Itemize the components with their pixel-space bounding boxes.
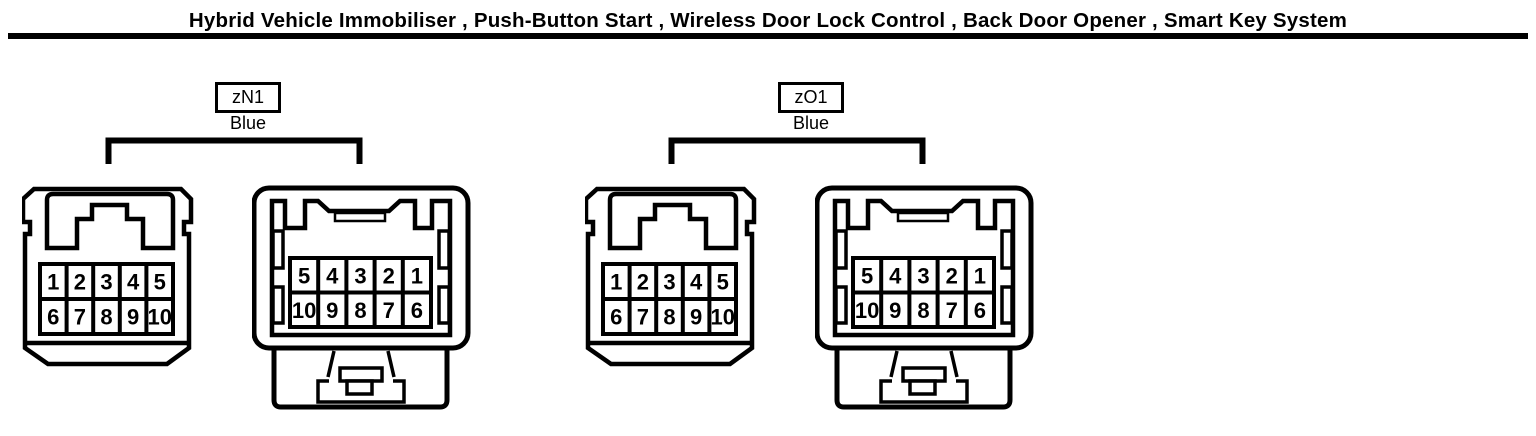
pin-number: 8	[663, 305, 675, 330]
pin-number: 7	[637, 305, 649, 330]
pin-number: 2	[383, 264, 395, 289]
pin-number: 3	[917, 264, 929, 289]
pin-number: 7	[383, 298, 395, 323]
connector-bracket	[104, 136, 364, 166]
pin-number: 4	[889, 264, 902, 289]
pin-number: 1	[47, 270, 59, 295]
pin-number: 1	[411, 264, 423, 289]
connector-rear-view: 5 4 3 2 1 10 9 8 7 6	[252, 185, 471, 414]
pin-number: 5	[154, 270, 166, 295]
connector-code-label: zO1	[794, 87, 828, 107]
pin-number: 4	[690, 270, 703, 295]
pin-number: 2	[637, 270, 649, 295]
pin-number: 8	[354, 298, 366, 323]
pin-number: 3	[100, 270, 112, 295]
pin-number: 1	[974, 264, 986, 289]
pin-number: 6	[610, 305, 622, 330]
pin-number: 3	[354, 264, 366, 289]
bracket-line	[672, 141, 923, 165]
pin-number: 10	[710, 305, 734, 330]
connector-code-box: zO1	[778, 82, 844, 113]
connector-color-label: Blue	[792, 113, 830, 133]
pin-number: 9	[127, 305, 139, 330]
pin-number: 5	[717, 270, 729, 295]
connector-code-label: zN1	[231, 87, 264, 107]
pin-number: 6	[47, 305, 59, 330]
pin-number: 8	[917, 298, 929, 323]
pin-number: 3	[663, 270, 675, 295]
pin-number: 5	[861, 264, 873, 289]
pin-number: 9	[690, 305, 702, 330]
pin-number: 10	[147, 305, 171, 330]
pin-number: 1	[610, 270, 622, 295]
bracket-line	[109, 141, 360, 165]
connector-code-box: zN1	[215, 82, 281, 113]
pin-number: 6	[411, 298, 423, 323]
pin-number: 9	[326, 298, 338, 323]
pin-number: 8	[100, 305, 112, 330]
connector-front-view: 1 2 3 4 5 6 7 8 9 10	[22, 186, 194, 370]
connector-group-zn1: zN1 Blue 1 2 3 4 5 6 7 8 9 10 5 4 3 2 1 …	[0, 0, 480, 436]
pin-number: 4	[127, 270, 140, 295]
page-title: Hybrid Vehicle Immobiliser , Push-Button…	[188, 9, 1348, 32]
pin-number: 6	[974, 298, 986, 323]
connector-rear-view: 5 4 3 2 1 10 9 8 7 6	[815, 185, 1034, 414]
pin-number: 2	[74, 270, 86, 295]
title-underline	[8, 33, 1528, 39]
connector-group-zo1: zO1 Blue 1 2 3 4 5 6 7 8 9 10 5 4 3 2 1 …	[563, 0, 1043, 436]
pin-number: 5	[298, 264, 310, 289]
pin-number: 10	[292, 298, 316, 323]
connector-bracket	[667, 136, 927, 166]
connector-color-label: Blue	[229, 113, 267, 133]
connector-front-view: 1 2 3 4 5 6 7 8 9 10	[585, 186, 757, 370]
pin-number: 10	[855, 298, 879, 323]
pin-number: 7	[74, 305, 86, 330]
pin-number: 2	[946, 264, 958, 289]
pin-number: 7	[946, 298, 958, 323]
pin-number: 4	[326, 264, 339, 289]
pin-number: 9	[889, 298, 901, 323]
